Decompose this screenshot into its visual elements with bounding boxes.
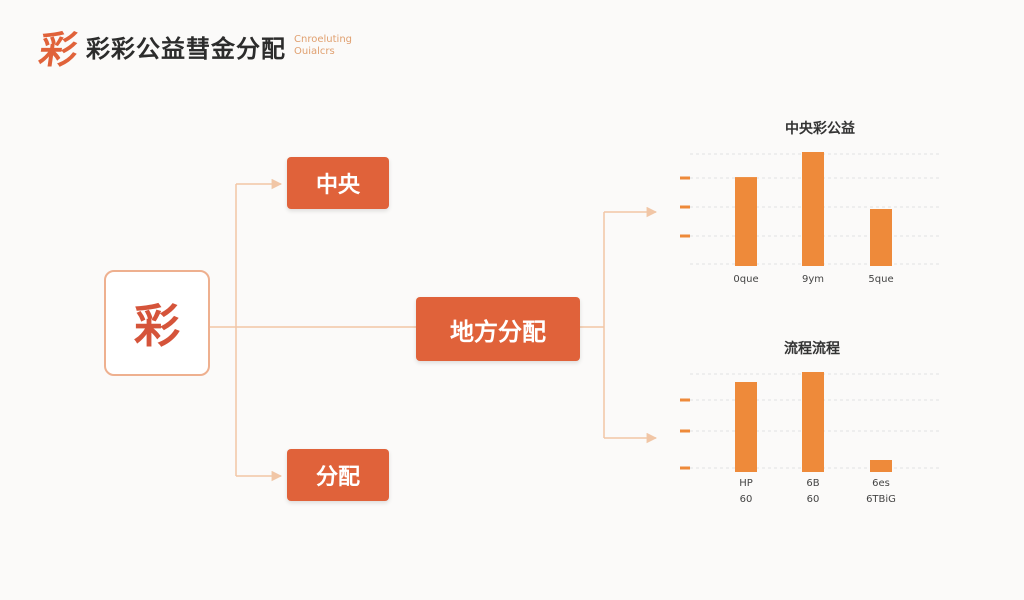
category-label: 9ym: [802, 274, 824, 285]
root-node: 彩: [104, 270, 210, 376]
subtitle-line-2: Ouialcrs: [294, 46, 335, 57]
chart-1-title: 中央彩公益: [785, 121, 855, 137]
distribution-node: 分配: [287, 449, 389, 501]
subtitle-line-1: Cnroeluting: [294, 34, 352, 45]
bar: [870, 460, 892, 472]
chart-1: 0que 9ym 5que: [680, 152, 940, 285]
bar: [735, 382, 757, 472]
chart-2: HP 60 6B 60 6es 6TBiG: [680, 372, 940, 505]
category-label: 60: [807, 494, 820, 505]
bar: [802, 152, 824, 266]
chart-2-title: 流程流程: [784, 341, 840, 357]
bar: [870, 209, 892, 266]
bar: [735, 177, 757, 266]
page-title: 彩彩公益彗金分配: [86, 34, 287, 63]
bar: [802, 372, 824, 472]
local-distribution-node: 地方分配: [416, 297, 580, 361]
page-subtitle: Cnroeluting Ouialcrs: [294, 34, 352, 58]
category-label: 6B: [806, 478, 819, 489]
category-label: HP: [739, 478, 753, 489]
category-label: 5que: [868, 274, 893, 285]
category-label: 0que: [733, 274, 758, 285]
header: 彩 彩彩公益彗金分配 Cnroeluting Ouialcrs: [36, 24, 352, 72]
category-label: 6TBiG: [866, 494, 896, 505]
category-label: 6es: [872, 478, 890, 489]
category-label: 60: [740, 494, 753, 505]
central-node: 中央: [287, 157, 389, 209]
